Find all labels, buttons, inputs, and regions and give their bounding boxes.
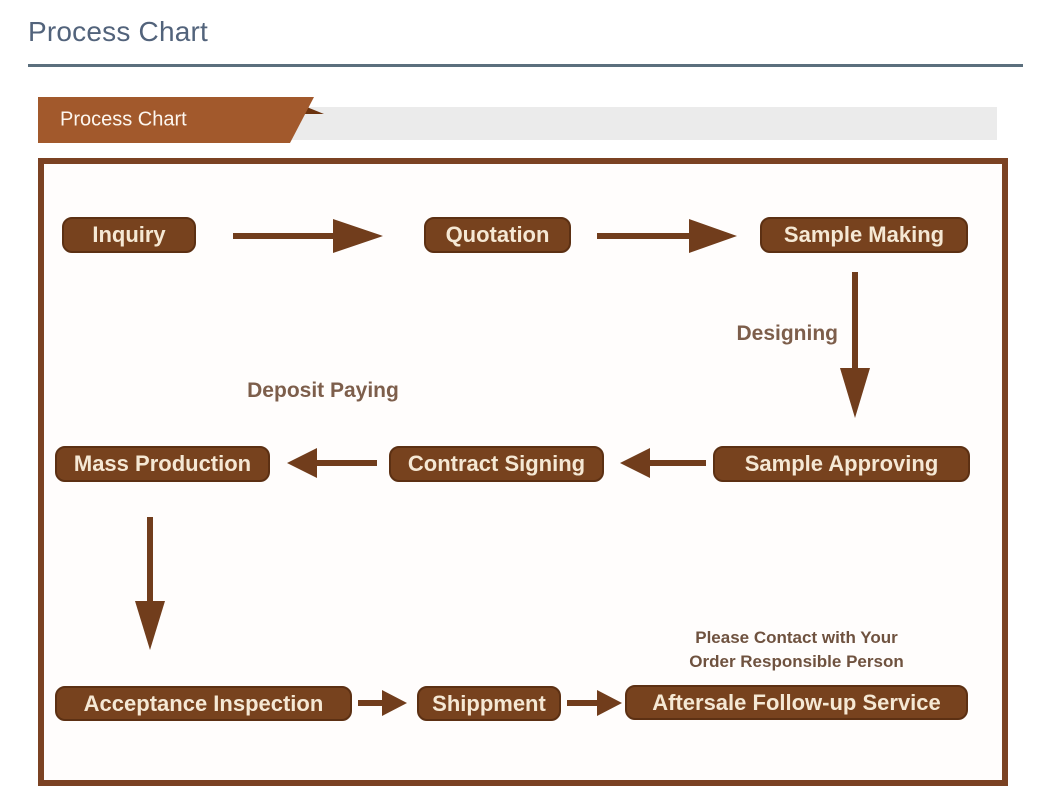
- flow-node-sample-approving: Sample Approving: [713, 446, 970, 482]
- flow-note-line2: Order Responsible Person: [689, 652, 904, 671]
- flow-note-line1: Please Contact with Your: [695, 628, 898, 647]
- arrow-left-icon: [287, 448, 377, 478]
- ribbon-tab-icon: [38, 97, 324, 143]
- flow-node-inquiry: Inquiry: [62, 217, 196, 253]
- title-divider: [28, 64, 1023, 67]
- arrow-right-icon: [567, 690, 622, 716]
- section-tab-label: Process Chart: [60, 108, 187, 131]
- section-tab-process-chart: Process Chart: [38, 97, 330, 143]
- flow-node-shippment: Shippment: [417, 686, 561, 721]
- flow-node-mass-production: Mass Production: [55, 446, 270, 482]
- flow-node-acceptance-inspection: Acceptance Inspection: [55, 686, 352, 721]
- arrow-right-icon: [597, 219, 737, 253]
- flow-node-sample-making: Sample Making: [760, 217, 968, 253]
- arrow-down-icon: [135, 517, 165, 650]
- flowchart-panel: Inquiry Quotation Sample Making Designin…: [38, 158, 1008, 786]
- arrow-down-icon: [840, 272, 870, 418]
- arrow-right-icon: [358, 690, 407, 716]
- flow-node-aftersale-followup: Aftersale Follow-up Service: [625, 685, 968, 720]
- flow-node-quotation: Quotation: [424, 217, 571, 253]
- arrow-left-icon: [620, 448, 706, 478]
- edge-label-deposit-paying: Deposit Paying: [247, 379, 399, 402]
- edge-label-designing: Designing: [736, 322, 838, 345]
- flow-node-contract-signing: Contract Signing: [389, 446, 604, 482]
- page-title: Process Chart: [28, 16, 208, 47]
- arrow-right-icon: [233, 219, 383, 253]
- flow-note: Please Contact with Your Order Responsib…: [625, 626, 968, 674]
